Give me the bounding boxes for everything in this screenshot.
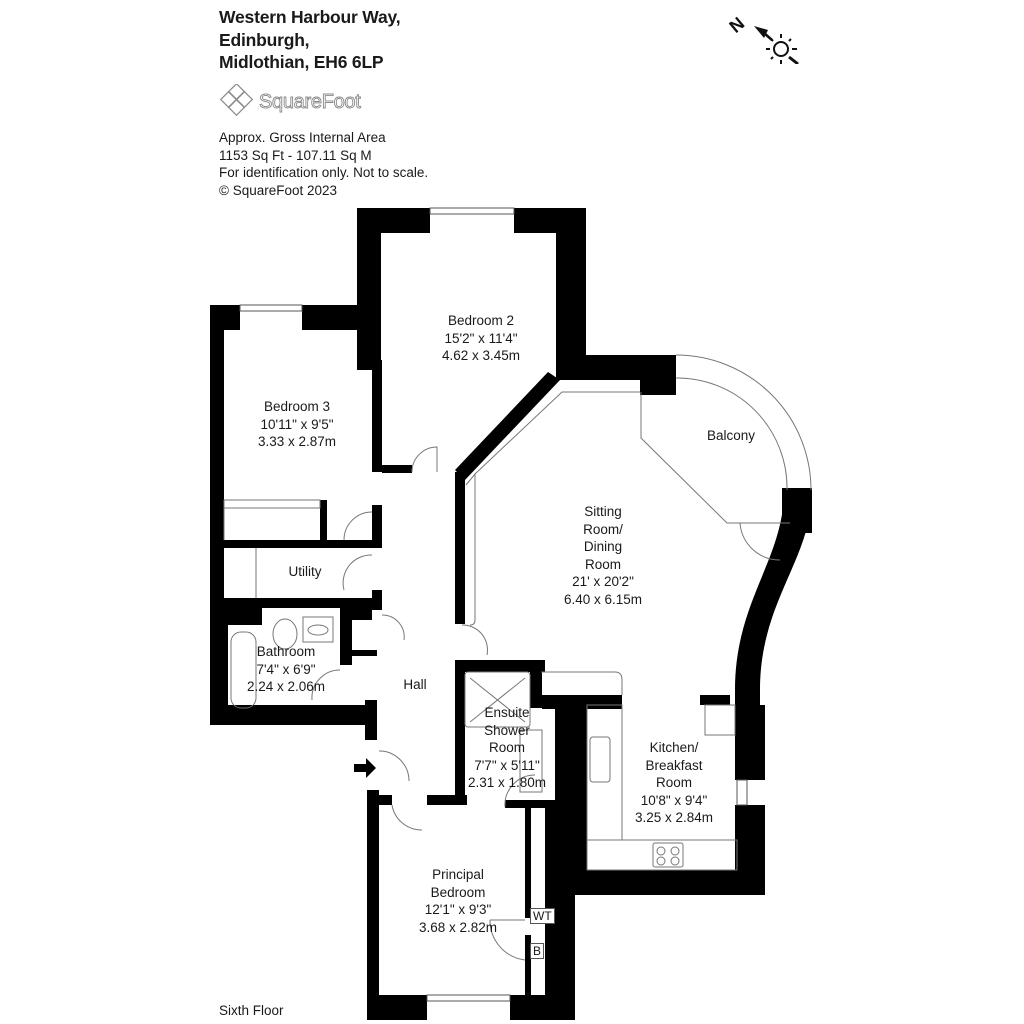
property-address: Western Harbour Way, Edinburgh, Midlothi… (219, 6, 401, 74)
area-title: Approx. Gross Internal Area (219, 130, 386, 145)
room-name: Hall (403, 677, 427, 692)
room-size-imperial: 7'4" x 6'9" (256, 661, 316, 677)
room-bathroom: Bathroom 7'4" x 6'9" 2.24 x 2.06m (247, 643, 325, 696)
wt-label: WT (530, 908, 555, 924)
room-name-1: Principal (432, 867, 484, 882)
room-name-3: Room (488, 740, 526, 755)
disclaimer: For identification only. Not to scale. (219, 165, 429, 180)
room-balcony: Balcony (707, 427, 755, 445)
room-size-imperial: 21' x 20'2" (572, 574, 634, 589)
room-bedroom-3: Bedroom 3 10'11" x 9'5" 3.33 x 2.87m (258, 398, 336, 451)
room-bedroom-2: Bedroom 2 15'2" x 11'4" 4.62 x 3.45m (442, 312, 520, 365)
room-size-imperial: 10'11" x 9'5" (260, 416, 334, 432)
room-name-3: Room (655, 775, 693, 790)
brand-name: SquareFoot (259, 90, 362, 113)
squarefoot-logo: SquareFoot (219, 84, 361, 120)
room-size-metric: 2.31 x 1.80m (467, 775, 547, 790)
room-size-metric: 3.33 x 2.87m (257, 434, 337, 449)
room-size-imperial: 7'7" x 5'11" (474, 757, 540, 773)
room-sitting-dining: Sitting Room/ Dining Room 21' x 20'2" 6.… (564, 503, 642, 608)
address-line-3: Midlothian, EH6 6LP (219, 52, 384, 72)
compass: N (726, 13, 799, 64)
room-principal-bedroom: Principal Bedroom 12'1" x 9'3" 3.68 x 2.… (419, 866, 497, 936)
entrance-arrow-icon (354, 758, 376, 778)
room-kitchen: Kitchen/ Breakfast Room 10'8" x 9'4" 3.2… (635, 739, 713, 827)
room-size-metric: 6.40 x 6.15m (563, 591, 643, 607)
room-name-1: Kitchen/ (649, 740, 699, 755)
room-name: Balcony (706, 428, 756, 443)
room-size-metric: 3.68 x 2.82m (418, 919, 498, 935)
room-hall: Hall (403, 676, 426, 694)
room-name-3: Dining (583, 539, 623, 554)
area-value: 1153 Sq Ft - 107.11 Sq M (219, 147, 372, 163)
room-name: Bedroom 3 (263, 399, 331, 414)
room-name-2: Bedroom (430, 884, 486, 900)
room-size-imperial: 12'1" x 9'3" (424, 902, 492, 917)
room-name-1: Sitting (584, 504, 622, 519)
boiler-label: B (530, 943, 545, 959)
room-utility: Utility (289, 563, 322, 581)
room-name: Bedroom 2 (447, 313, 515, 328)
room-name-2: Room/ (583, 521, 623, 537)
room-size-imperial: 10'8" x 9'4" (640, 792, 708, 808)
room-name: Bathroom (256, 644, 316, 659)
copyright: © SquareFoot 2023 (219, 182, 338, 198)
room-name-2: Shower (484, 722, 530, 738)
sun-icon (766, 34, 799, 64)
room-size-metric: 4.62 x 3.45m (441, 348, 521, 363)
room-name: Utility (288, 564, 322, 579)
room-ensuite: Ensuite Shower Room 7'7" x 5'11" 2.31 x … (468, 704, 546, 792)
room-name-4: Room (584, 556, 622, 572)
room-name-2: Breakfast (645, 757, 703, 773)
room-size-imperial: 15'2" x 11'4" (444, 330, 518, 346)
address-line-1: Western Harbour Way, (219, 7, 401, 27)
squarefoot-logo-icon (219, 84, 254, 117)
area-info: Approx. Gross Internal Area 1153 Sq Ft -… (219, 129, 428, 199)
room-name-1: Ensuite (484, 705, 530, 720)
room-size-metric: 3.25 x 2.84m (634, 810, 714, 825)
floor-label: Sixth Floor (219, 1003, 284, 1018)
address-line-2: Edinburgh, (219, 29, 310, 50)
room-size-metric: 2.24 x 2.06m (246, 679, 326, 694)
